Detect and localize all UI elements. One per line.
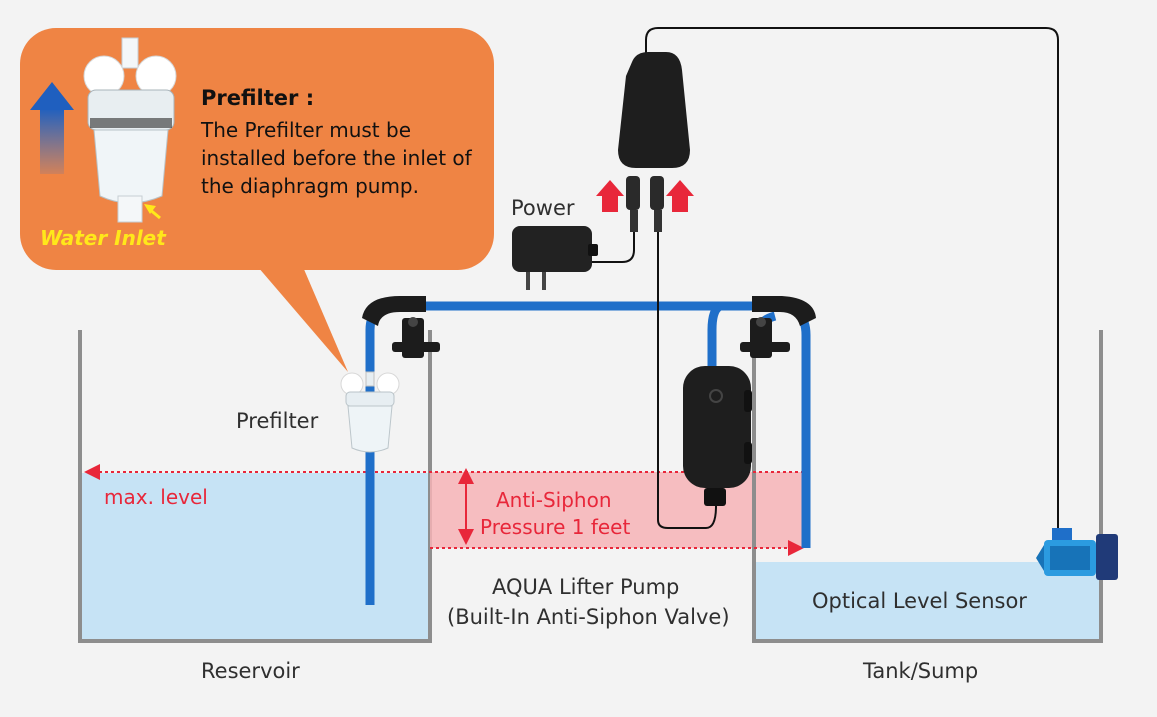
prefilter-label: Prefilter	[236, 409, 319, 433]
anti-siphon-label-line2: Pressure 1 feet	[480, 515, 631, 539]
sensor-label: Optical Level Sensor	[812, 589, 1027, 613]
up-arrow-icon	[30, 82, 74, 174]
tank-label: Tank/Sump	[863, 659, 979, 683]
water-inlet-label: Water Inlet	[40, 226, 166, 250]
prefilter-icon	[83, 37, 177, 223]
power-adapter-icon	[512, 226, 598, 290]
sensor-icon	[1036, 528, 1118, 580]
pump-icon	[683, 366, 752, 506]
controller-icon	[618, 52, 690, 232]
clamp-icon	[740, 296, 816, 358]
inlet-pointer-head	[144, 204, 156, 214]
prefilter-icon	[340, 371, 400, 453]
pump-label-line2: (Built-In Anti-Siphon Valve)	[447, 605, 730, 629]
tank-container	[752, 330, 1103, 643]
tank-water	[754, 562, 1101, 641]
up-arrow-icon	[596, 180, 694, 212]
clamp-icon	[362, 296, 440, 358]
cables	[590, 27, 1059, 530]
anti-siphon-zone	[430, 472, 804, 548]
callout-title: Prefilter :	[201, 86, 315, 110]
reservoir-label: Reservoir	[201, 659, 300, 683]
pump-label-line1: AQUA Lifter Pump	[492, 575, 680, 599]
max-level-label: max. level	[104, 485, 208, 509]
callout-body: The Prefilter must be installed before t…	[201, 118, 472, 198]
anti-siphon-label-line1: Anti-Siphon	[496, 488, 612, 512]
power-label: Power	[511, 196, 575, 220]
